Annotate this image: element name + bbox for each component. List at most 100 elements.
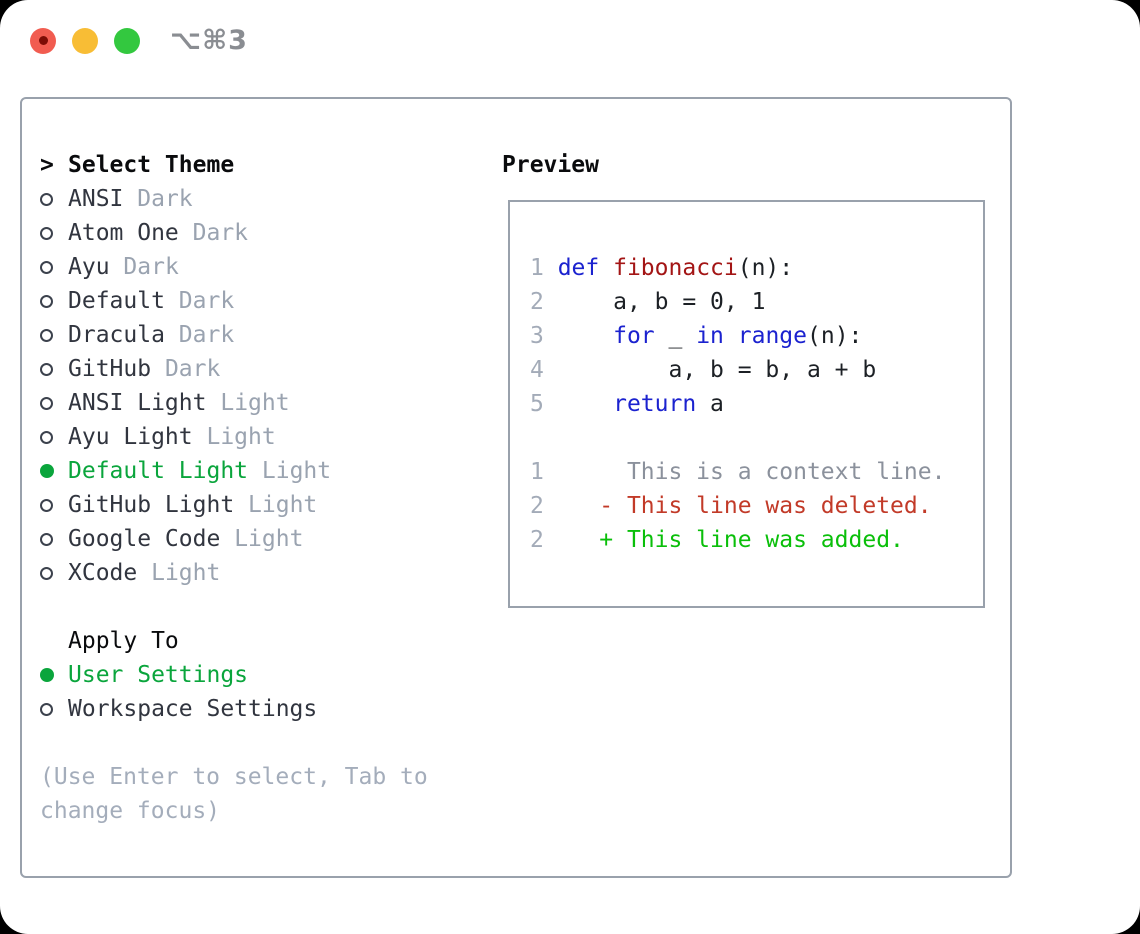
- theme-option[interactable]: Atom One Dark: [40, 216, 490, 250]
- radio-icon: [40, 328, 68, 342]
- apply-to-option[interactable]: User Settings: [40, 658, 490, 692]
- code-token-plain: a, b = b, a + b: [557, 357, 877, 383]
- code-token-fn: fibonacci: [613, 255, 738, 281]
- window-titlebar: ⌥⌘3: [30, 25, 248, 56]
- option-variant-tag: Light: [261, 458, 332, 484]
- line-number: 1: [530, 255, 558, 281]
- radio-icon: [40, 702, 68, 716]
- option-variant-tag: Dark: [137, 186, 193, 212]
- radio-icon: [40, 430, 68, 444]
- apply-to-header: Apply To: [40, 624, 490, 658]
- radio-icon: [40, 498, 68, 512]
- code-token-plain: [558, 323, 613, 349]
- option-name: ANSI Light: [68, 390, 207, 416]
- theme-option[interactable]: Ayu Light Light: [40, 420, 490, 454]
- apply-to-option[interactable]: Workspace Settings: [40, 692, 490, 726]
- code-line: 5 return a: [530, 387, 983, 421]
- theme-option[interactable]: ANSI Light Light: [40, 386, 490, 420]
- code-token-plain: a, b = 0, 1: [557, 289, 766, 315]
- window-shortcut-label: ⌥⌘3: [170, 25, 248, 56]
- option-name: Ayu Light: [68, 424, 193, 450]
- code-token-plain: (n):: [737, 255, 794, 281]
- zoom-button[interactable]: [114, 27, 140, 54]
- option-name: XCode: [68, 560, 138, 586]
- option-name: GitHub: [68, 356, 152, 382]
- theme-option[interactable]: Dracula Dark: [40, 318, 490, 352]
- radio-icon: [40, 362, 68, 376]
- code-token-del: - This line was deleted.: [557, 493, 932, 519]
- code-line: 4 a, b = b, a + b: [530, 353, 983, 387]
- code-token-plain: _: [654, 323, 697, 349]
- theme-option[interactable]: Default Light Light: [40, 454, 490, 488]
- radio-icon: [40, 226, 68, 240]
- option-variant-tag: Dark: [192, 220, 249, 246]
- keyboard-hint: (Use Enter to select, Tab to change focus…: [40, 760, 490, 828]
- option-variant-tag: Light: [151, 560, 221, 586]
- minimize-button[interactable]: [72, 27, 98, 54]
- code-token-kw: for: [613, 323, 655, 349]
- option-name: User Settings: [68, 662, 249, 688]
- code-token-kw: range: [737, 323, 807, 349]
- radio-selected-icon: [40, 668, 68, 682]
- code-line: 1 This is a context line.: [530, 455, 983, 489]
- theme-option[interactable]: ANSI Dark: [40, 182, 490, 216]
- line-number: [530, 425, 558, 451]
- code-token-plain: a: [696, 391, 724, 417]
- record-dot-icon: [38, 36, 48, 45]
- code-blank-line: [530, 421, 983, 455]
- option-name: Google Code: [68, 526, 221, 552]
- option-name: Ayu: [68, 254, 110, 280]
- radio-selected-icon: [40, 464, 68, 478]
- theme-option[interactable]: Google Code Light: [40, 522, 490, 556]
- radio-icon: [40, 396, 68, 410]
- line-number: 2: [530, 493, 558, 519]
- option-name: GitHub Light: [68, 492, 235, 518]
- theme-option[interactable]: GitHub Dark: [40, 352, 490, 386]
- option-name: Default: [68, 288, 165, 314]
- code-token-plain: [724, 323, 738, 349]
- close-button[interactable]: [30, 27, 56, 54]
- code-token-plain: [599, 255, 613, 281]
- radio-icon: [40, 294, 68, 308]
- option-variant-tag: Light: [234, 526, 304, 552]
- option-name: ANSI: [68, 186, 124, 212]
- code-line: 2 - This line was deleted.: [530, 489, 983, 523]
- code-line: 3 for _ in range(n):: [530, 319, 983, 353]
- option-name: Atom One: [68, 220, 179, 246]
- code-token-kw: def: [557, 255, 600, 281]
- theme-option[interactable]: GitHub Light Light: [40, 488, 490, 522]
- line-number: 1: [530, 459, 558, 485]
- radio-icon: [40, 532, 68, 546]
- code-line: 1 def fibonacci(n):: [530, 251, 983, 285]
- keyboard-hint-line: (Use Enter to select, Tab to: [40, 764, 428, 790]
- keyboard-hint-line: change focus): [40, 798, 221, 824]
- code-line: 2 a, b = 0, 1: [530, 285, 983, 319]
- code-token-kw: return: [613, 391, 697, 417]
- preview-title: Preview: [502, 152, 599, 178]
- line-number: 3: [530, 323, 558, 349]
- spacer: [40, 726, 490, 760]
- option-variant-tag: Dark: [164, 356, 221, 382]
- radio-icon: [40, 566, 68, 580]
- theme-option[interactable]: Default Dark: [40, 284, 490, 318]
- line-number: 2: [530, 289, 558, 315]
- line-number: 2: [530, 527, 558, 553]
- option-variant-tag: Dark: [178, 322, 235, 348]
- option-variant-tag: Dark: [178, 288, 235, 314]
- code-token-kw: in: [696, 323, 724, 349]
- option-variant-tag: Light: [248, 492, 318, 518]
- code-token-add: + This line was added.: [557, 527, 904, 553]
- line-number: 5: [530, 391, 558, 417]
- theme-option[interactable]: XCode Light: [40, 556, 490, 590]
- theme-option[interactable]: Ayu Dark: [40, 250, 490, 284]
- code-token-plain: (n):: [807, 323, 863, 349]
- option-variant-tag: Light: [220, 390, 290, 416]
- option-name: Dracula: [68, 322, 165, 348]
- code-token-plain: [558, 391, 613, 417]
